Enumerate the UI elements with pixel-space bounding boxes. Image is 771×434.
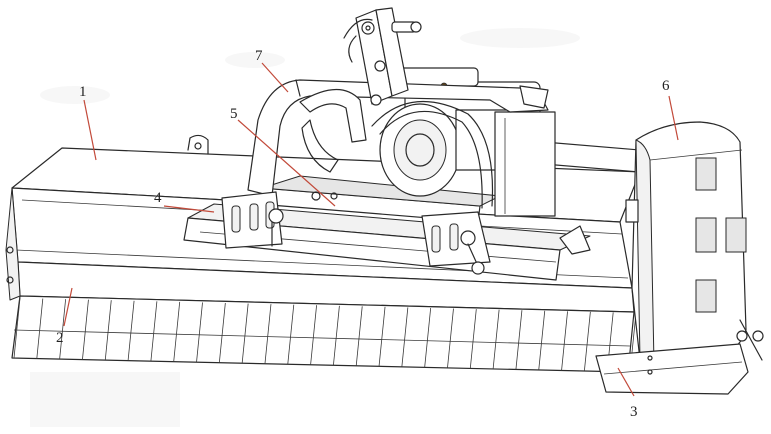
callout-1: 1 — [79, 84, 87, 100]
flap-divider — [515, 310, 523, 370]
flap-divider — [287, 304, 295, 365]
flap-divider — [447, 308, 454, 368]
flap-divider — [583, 311, 591, 372]
flap-divider — [561, 311, 568, 371]
side-skid — [595, 319, 764, 395]
flap-divider — [310, 305, 317, 365]
leader-lines — [63, 62, 679, 397]
callout-2: 2 — [56, 330, 64, 346]
lower-hitch-brackets — [221, 191, 591, 275]
flap-divider — [401, 307, 409, 367]
flap-divider — [104, 300, 112, 361]
flap-divider — [82, 299, 89, 360]
flap-divider — [538, 310, 546, 370]
callout-6: 6 — [662, 78, 670, 94]
flap-divider — [36, 298, 44, 359]
flap-divider — [333, 305, 340, 366]
callout-4: 4 — [154, 190, 162, 206]
scan-artifacts — [30, 28, 580, 427]
callout-labels: 1 2 3 4 5 6 7 — [56, 48, 670, 420]
flap-divider — [264, 304, 272, 364]
flap-divider — [59, 299, 67, 360]
three-point-hitch-frame — [247, 7, 549, 209]
flap-divider — [218, 302, 226, 363]
callout-5: 5 — [230, 106, 238, 122]
callout-7: 7 — [255, 48, 263, 64]
flap-divider — [492, 309, 500, 369]
flap-divider — [469, 309, 477, 369]
flap-divider — [127, 300, 135, 361]
flap-divider — [424, 307, 432, 368]
flap-divider — [196, 302, 203, 363]
flap-divider — [13, 297, 21, 359]
side-belt-guard — [625, 121, 747, 365]
flap-divider — [355, 306, 363, 366]
flap-divider — [173, 301, 181, 362]
flap-divider — [378, 306, 386, 367]
flap-divider — [241, 303, 249, 364]
flap-divider — [150, 301, 158, 362]
callout-3: 3 — [630, 404, 638, 420]
guard-vents — [695, 157, 747, 313]
